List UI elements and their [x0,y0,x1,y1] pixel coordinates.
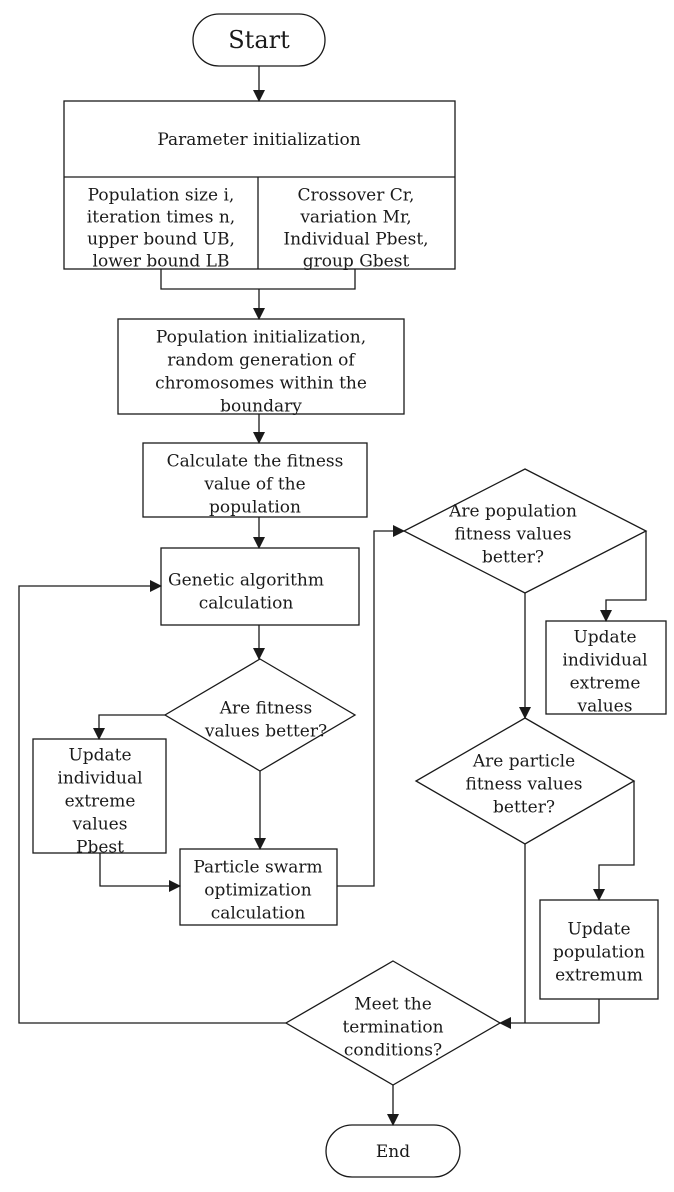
pso-text-line: Particle swarm [193,858,322,878]
population-fitness-better-text-line: fitness values [455,525,572,545]
update-individual-text-line: individual [562,651,647,671]
population-fitness-better-text: Are population fitness values better? [448,502,577,568]
parameter-init-box [63,100,456,270]
update-population-text: Update population extremum [553,920,645,986]
edge-update-population-to-termination [499,999,600,1029]
genetic-algorithm-text-line: Genetic algorithm [168,571,324,591]
update-population-box [539,899,659,1000]
parameter-left-text: Population size i,iteration times n,uppe… [87,186,235,272]
update-individual-text-line: extreme [570,674,641,694]
edge-particle-decision-to-update-population [593,781,635,901]
update-individual-text-line: Update [573,628,636,648]
particle-fitness-better-text-line: Are particle [472,752,575,772]
update-individual-box [545,620,667,715]
fitness-better-text-line: Are fitness [219,699,313,719]
pso-calculation-box [179,848,338,926]
genetic-algorithm-text-line: calculation [199,594,294,614]
update-pbest-text-line: Pbest [76,838,124,858]
edge-pso-to-pop-decision [337,525,405,887]
calculate-fitness-text: Calculate the fitness value of the populat… [167,452,344,518]
pso-text-line: optimization [204,881,312,901]
particle-fitness-better-text: Are particle fitness values better? [466,752,583,818]
update-pbest-text-line: values [72,815,128,835]
population-init-box [117,318,405,415]
parameter-init-label: Parameter initialization [157,130,360,150]
population-fitness-better-text-line: better? [482,548,544,568]
population-init-text-line: random generation of [167,351,356,371]
edge-param-merge [160,269,356,290]
parameter-right-text-line: Crossover Cr, [298,186,415,206]
end-label: End [376,1142,410,1162]
pso-text: Particle swarm optimization calculation [193,858,322,924]
population-fitness-better-text-line: Are population [448,502,577,522]
termination-text-line: Meet the [354,995,432,1015]
population-init-text-line: boundary [220,397,302,417]
particle-fitness-better-text-line: fitness values [466,775,583,795]
update-population-text-line: extremum [555,966,643,986]
calculate-fitness-text-line: Calculate the fitness [167,452,344,472]
population-init-text-line: chromosomes within the [155,374,367,394]
edge-termination-loop-back [18,580,286,1024]
termination-text: Meet the termination conditions? [342,995,443,1061]
update-individual-text-line: values [577,697,633,717]
update-pbest-text-line: Update [68,746,131,766]
update-pbest-text-line: extreme [65,792,136,812]
fitness-better-text-line: values better? [204,722,327,742]
particle-fitness-better-text-line: better? [493,798,555,818]
parameter-right-text-line: group Gbest [303,252,410,272]
edge-pbest-to-pso [99,853,181,892]
parameter-left-text-line: iteration times n, [87,208,235,228]
update-population-text-line: Update [567,920,630,940]
parameter-left-text-line: lower bound LB [93,252,230,272]
edge-pop-decision-to-update-individual [600,531,647,622]
parameter-right-text-line: Individual Pbest, [283,230,428,250]
parameter-right-text: Crossover Cr,variation Mr,Individual Pbe… [283,186,428,272]
population-init-text: Population initialization, random generat… [155,328,367,417]
parameter-left-text-line: Population size i, [88,186,235,206]
pso-text-line: calculation [211,904,306,924]
termination-text-line: conditions? [344,1041,442,1061]
genetic-algorithm-text: Genetic algorithm calculation [168,571,324,614]
calculate-fitness-text-line: population [209,498,301,518]
edge-decision-to-update-pbest [93,714,165,740]
fitness-better-text: Are fitness values better? [204,699,327,742]
parameter-left-text-line: upper bound UB, [87,230,235,250]
population-init-text-line: Population initialization, [156,328,366,348]
start-label: Start [228,26,290,54]
calculate-fitness-text-line: value of the [203,475,305,495]
update-population-text-line: population [553,943,645,963]
update-individual-text: Update individual extreme values [562,628,647,717]
parameter-right-text-line: variation Mr, [299,208,411,228]
update-pbest-text-line: individual [57,769,142,789]
termination-text-line: termination [342,1018,443,1038]
